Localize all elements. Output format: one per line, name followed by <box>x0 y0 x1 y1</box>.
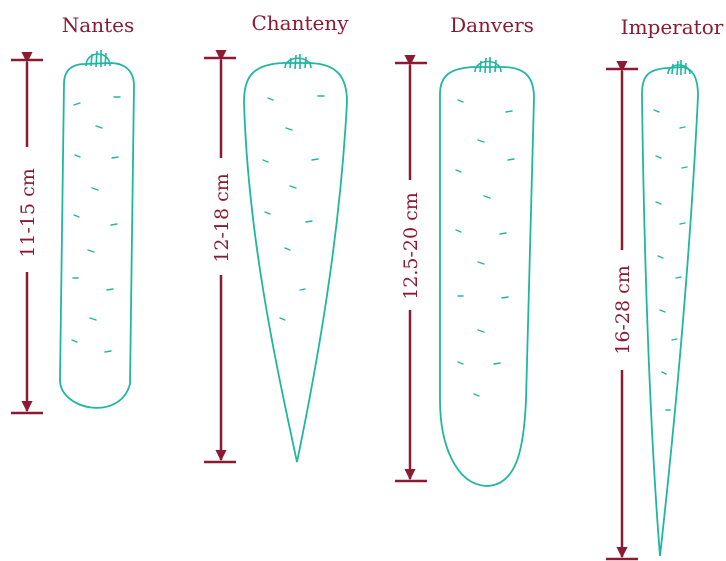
skin-markings <box>456 100 514 396</box>
carrot-name-label: Nantes <box>62 13 134 37</box>
skin-markings <box>263 96 324 320</box>
carrot-chanteny: Chanteny 12-18 cm <box>204 11 349 462</box>
carrot-top <box>475 57 501 73</box>
carrot-nantes: Nantes 11-15 cm <box>11 13 134 413</box>
carrot-outline <box>244 63 347 462</box>
length-label: 12-18 cm <box>211 173 233 262</box>
carrot-name-label: Danvers <box>450 13 534 37</box>
carrot-name-label: Chanteny <box>251 11 349 35</box>
length-label: 16-28 cm <box>612 265 634 354</box>
carrot-outline <box>642 67 698 556</box>
carrot-danvers: Danvers 12.5-20 cm <box>395 13 534 486</box>
skin-markings <box>654 110 687 410</box>
carrot-outline <box>440 67 534 486</box>
carrot-name-label: Imperator <box>621 15 724 39</box>
skin-markings <box>72 97 120 352</box>
length-label: 11-15 cm <box>17 168 39 257</box>
carrot-imperator: Imperator 16-28 cm <box>606 15 724 559</box>
carrot-top <box>285 54 311 69</box>
carrot-outline <box>60 63 134 408</box>
length-label: 12.5-20 cm <box>400 192 422 300</box>
